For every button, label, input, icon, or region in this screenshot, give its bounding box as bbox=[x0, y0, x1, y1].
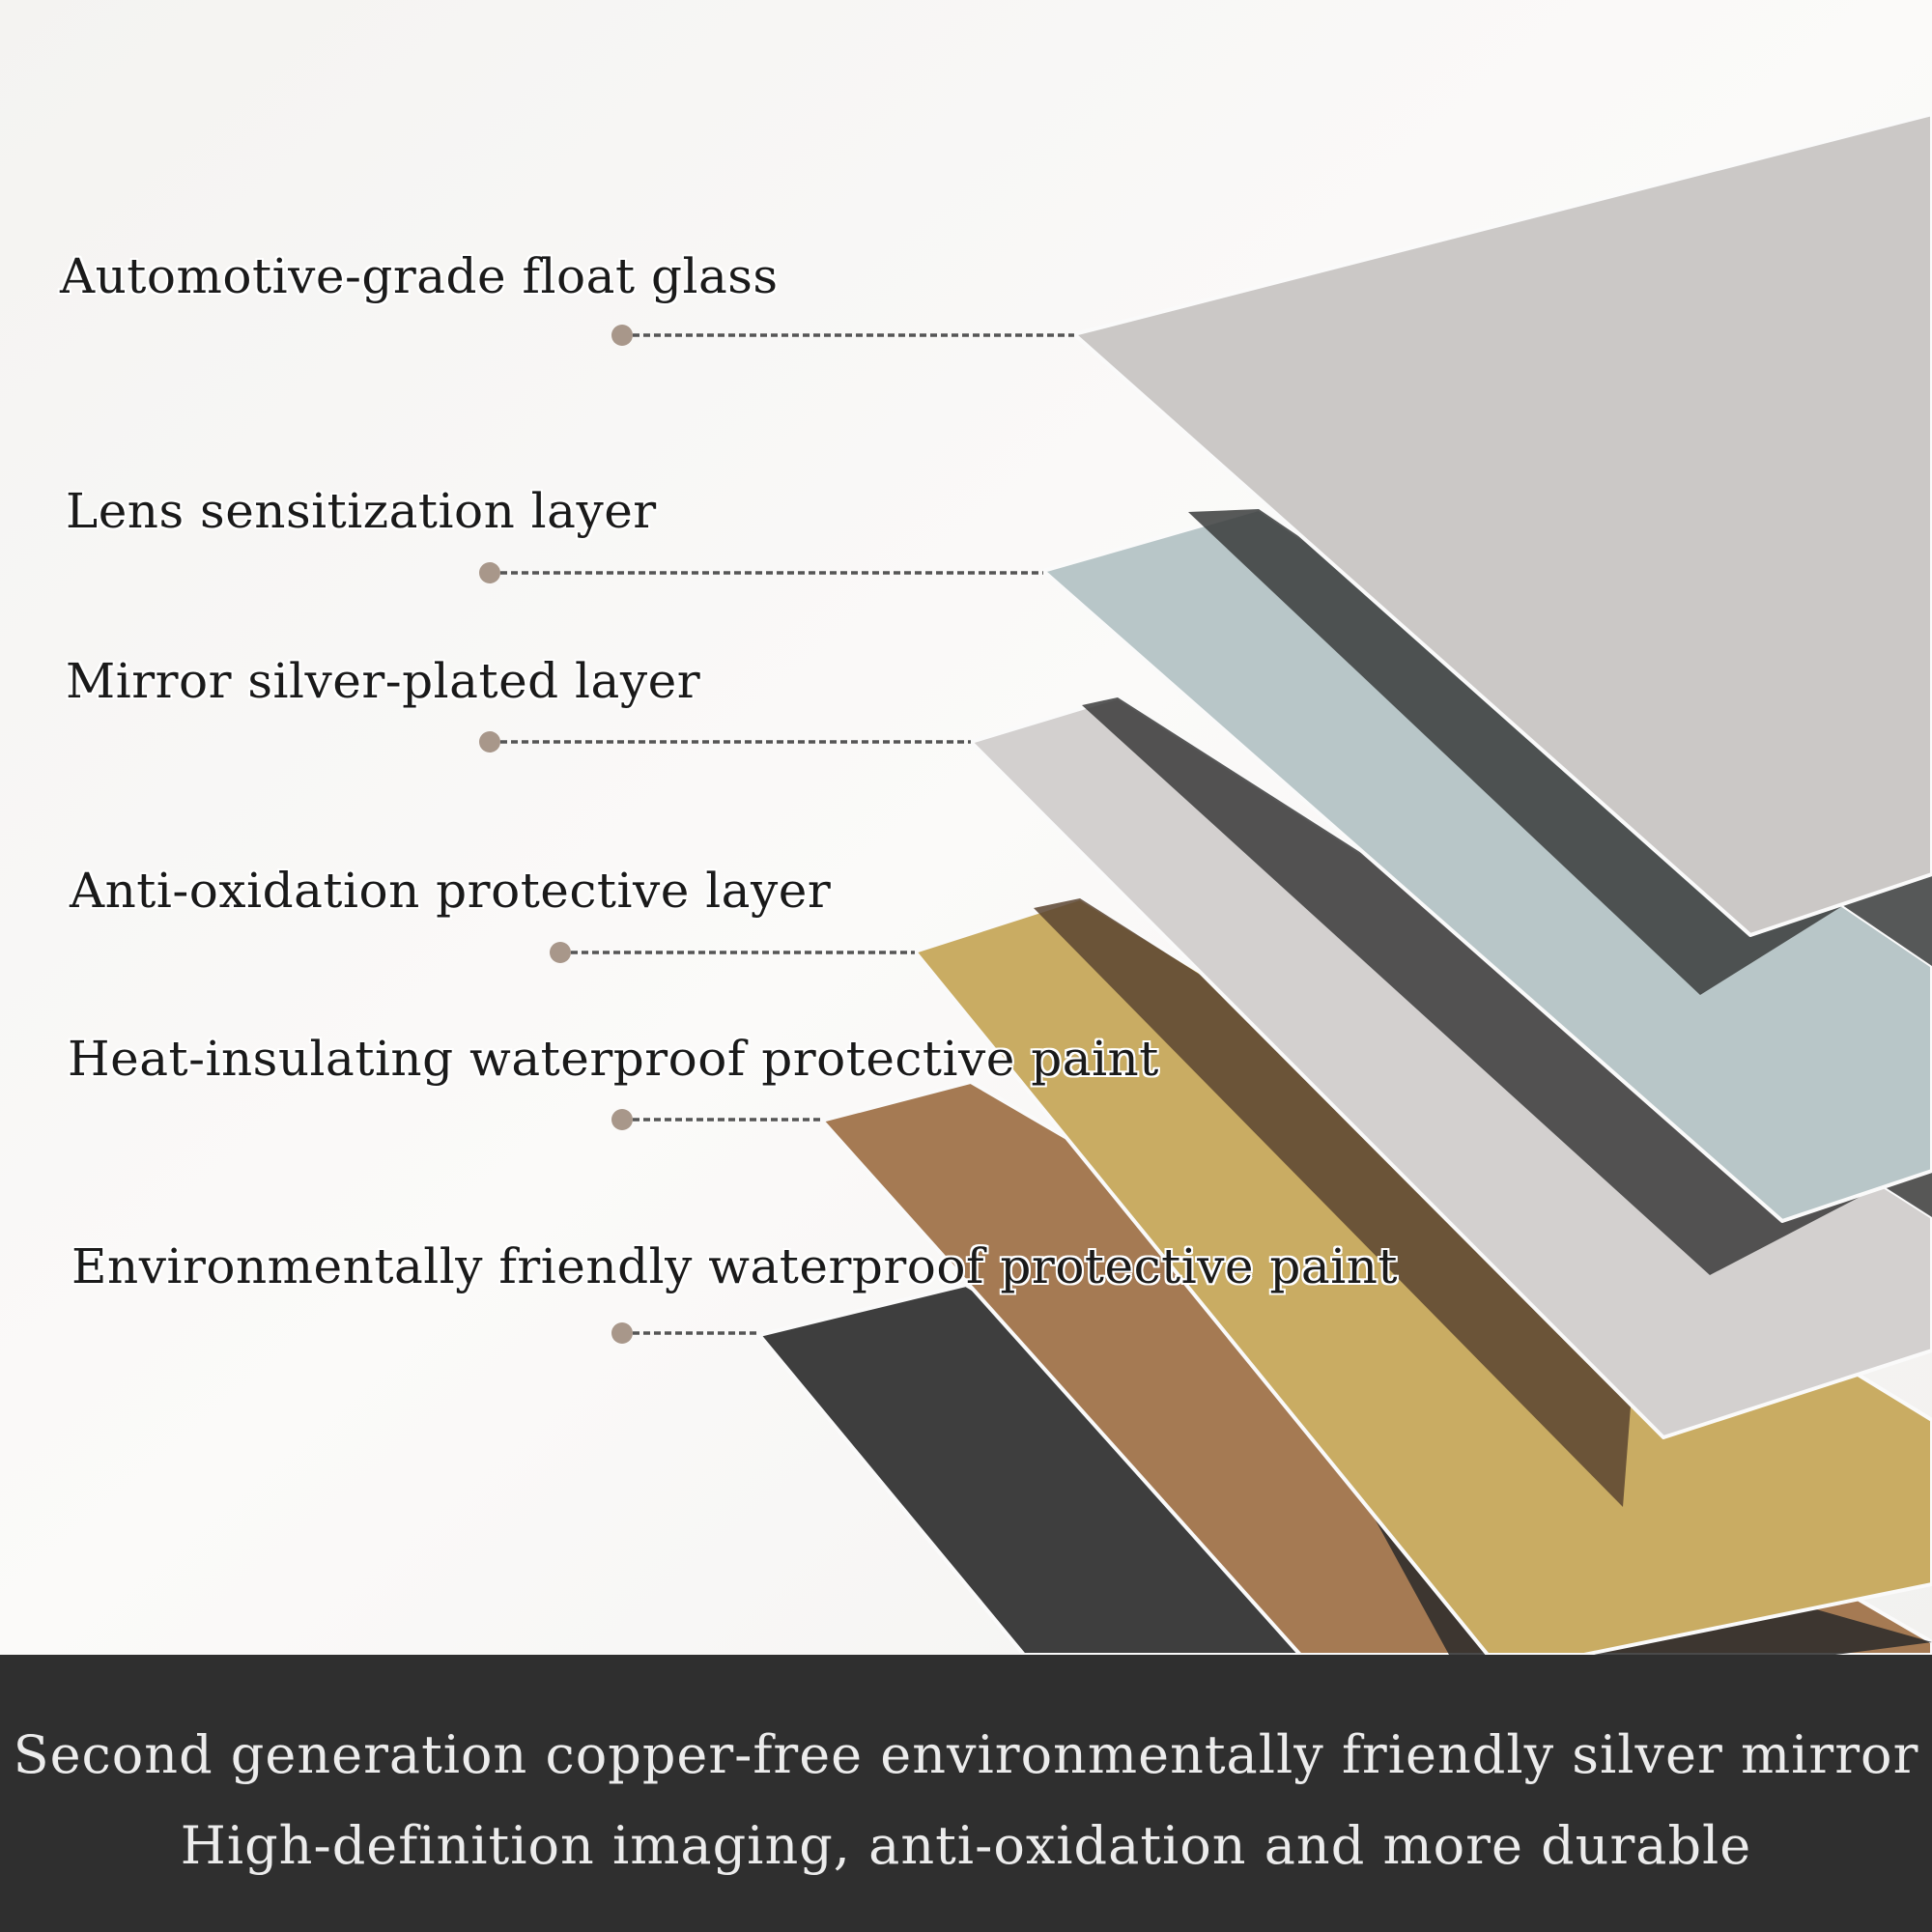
layer-label-heat-insulating-paint: Heat-insulating waterproof protective pa… bbox=[68, 1031, 1159, 1087]
layer-label-sensitization: Lens sensitization layer bbox=[66, 483, 657, 539]
layer-label-float-glass: Automotive-grade float glass bbox=[60, 248, 779, 304]
layer-label-anti-oxidation: Anti-oxidation protective layer bbox=[70, 863, 832, 919]
connector-dot-float-glass bbox=[611, 325, 633, 346]
connector-dot-heat-insulating-paint bbox=[611, 1109, 633, 1130]
connector-dot-eco-paint bbox=[611, 1322, 633, 1344]
caption-line-2: High-definition imaging, anti-oxidation … bbox=[180, 1815, 1752, 1876]
connector-dot-silver-plated bbox=[479, 731, 500, 753]
connector-dot-anti-oxidation bbox=[550, 942, 571, 963]
caption-line-1: Second generation copper-free environmen… bbox=[13, 1724, 1919, 1785]
connector-dot-sensitization bbox=[479, 562, 500, 583]
layer-label-silver-plated: Mirror silver-plated layer bbox=[66, 653, 701, 709]
caption-band: Second generation copper-free environmen… bbox=[0, 1655, 1932, 1932]
sheet-float-glass bbox=[1072, 112, 1932, 937]
layer-label-eco-paint: Environmentally friendly waterproof prot… bbox=[71, 1238, 1399, 1294]
sheet-shadow-silver-plated bbox=[1034, 898, 1642, 1507]
